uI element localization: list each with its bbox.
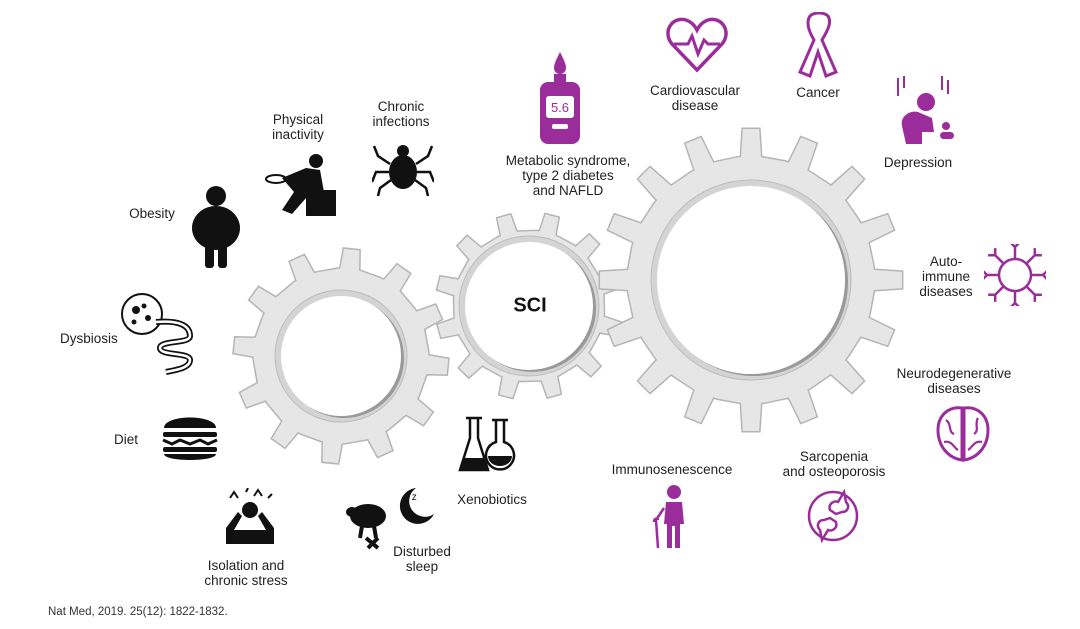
antibody-y-shape bbox=[1025, 248, 1042, 265]
brain-icon bbox=[936, 406, 990, 462]
depressed-person-icon bbox=[897, 76, 954, 144]
burger-icon bbox=[162, 417, 218, 460]
label-sarcopenia: Sarcopenia and osteoporosis bbox=[782, 449, 886, 479]
gear-right-hole bbox=[657, 186, 845, 374]
label-neurodegenerative: Neurodegenerative diseases bbox=[896, 366, 1012, 396]
gut-microbiome-icon bbox=[121, 293, 194, 375]
antibody-y-shape bbox=[984, 270, 999, 280]
elderly-person-cane-icon bbox=[652, 485, 684, 549]
label-xenobiotics: Xenobiotics bbox=[457, 492, 527, 507]
sheep-moon-icon: z z bbox=[346, 488, 434, 550]
gear-right bbox=[598, 127, 904, 433]
label-cancer: Cancer bbox=[796, 85, 840, 100]
citation: Nat Med, 2019. 25(12): 1822-1832. bbox=[48, 606, 228, 618]
label-autoimmune: Auto- immune diseases bbox=[919, 254, 973, 299]
gear-left-hole bbox=[281, 296, 401, 416]
label-isolation: Isolation and chronic stress bbox=[204, 558, 288, 588]
antibody-y-shape bbox=[1031, 270, 1046, 280]
label-metabolic: Metabolic syndrome, type 2 diabetes and … bbox=[505, 153, 631, 198]
label-chronic-infections: Chronic infections bbox=[372, 99, 430, 129]
glucose-meter-icon: 5.6 bbox=[540, 52, 580, 144]
label-diet: Diet bbox=[114, 432, 139, 447]
gear-middle bbox=[435, 212, 623, 400]
couch-person-icon bbox=[265, 154, 336, 216]
antibody-y-shape bbox=[988, 248, 1005, 265]
gear-middle-hole bbox=[465, 242, 593, 370]
obesity-icon bbox=[192, 186, 240, 268]
antibody-y-shape bbox=[1010, 244, 1020, 259]
antibody-y-shape bbox=[1010, 291, 1020, 306]
center-label: SCI bbox=[513, 294, 547, 317]
stressed-person-icon bbox=[226, 488, 274, 544]
joint-bone-icon bbox=[807, 488, 859, 544]
label-cardiovascular: Cardiovascular disease bbox=[649, 83, 741, 113]
label-dysbiosis: Dysbiosis bbox=[60, 331, 118, 346]
glucose-reading-text: 5.6 bbox=[551, 100, 569, 115]
label-depression: Depression bbox=[883, 155, 953, 170]
label-disturbed-sleep: Disturbed sleep bbox=[393, 544, 451, 574]
label-physical-inactivity: Physical inactivity bbox=[272, 112, 324, 142]
gear-left bbox=[232, 247, 450, 465]
cancer-ribbon-icon bbox=[798, 12, 838, 78]
antibody-ring-icon bbox=[984, 244, 1046, 306]
tick-bug-icon bbox=[372, 145, 434, 197]
lab-flasks-icon bbox=[458, 416, 516, 472]
antibody-y-shape bbox=[1025, 285, 1042, 302]
heart-ecg-icon bbox=[666, 17, 728, 73]
antibody-y-shape bbox=[988, 285, 1005, 302]
label-immunosenescence: Immunosenescence bbox=[611, 462, 733, 477]
antibody-ring-circle bbox=[997, 257, 1033, 293]
svg-text:z z: z z bbox=[404, 492, 417, 503]
label-obesity: Obesity bbox=[129, 206, 175, 221]
